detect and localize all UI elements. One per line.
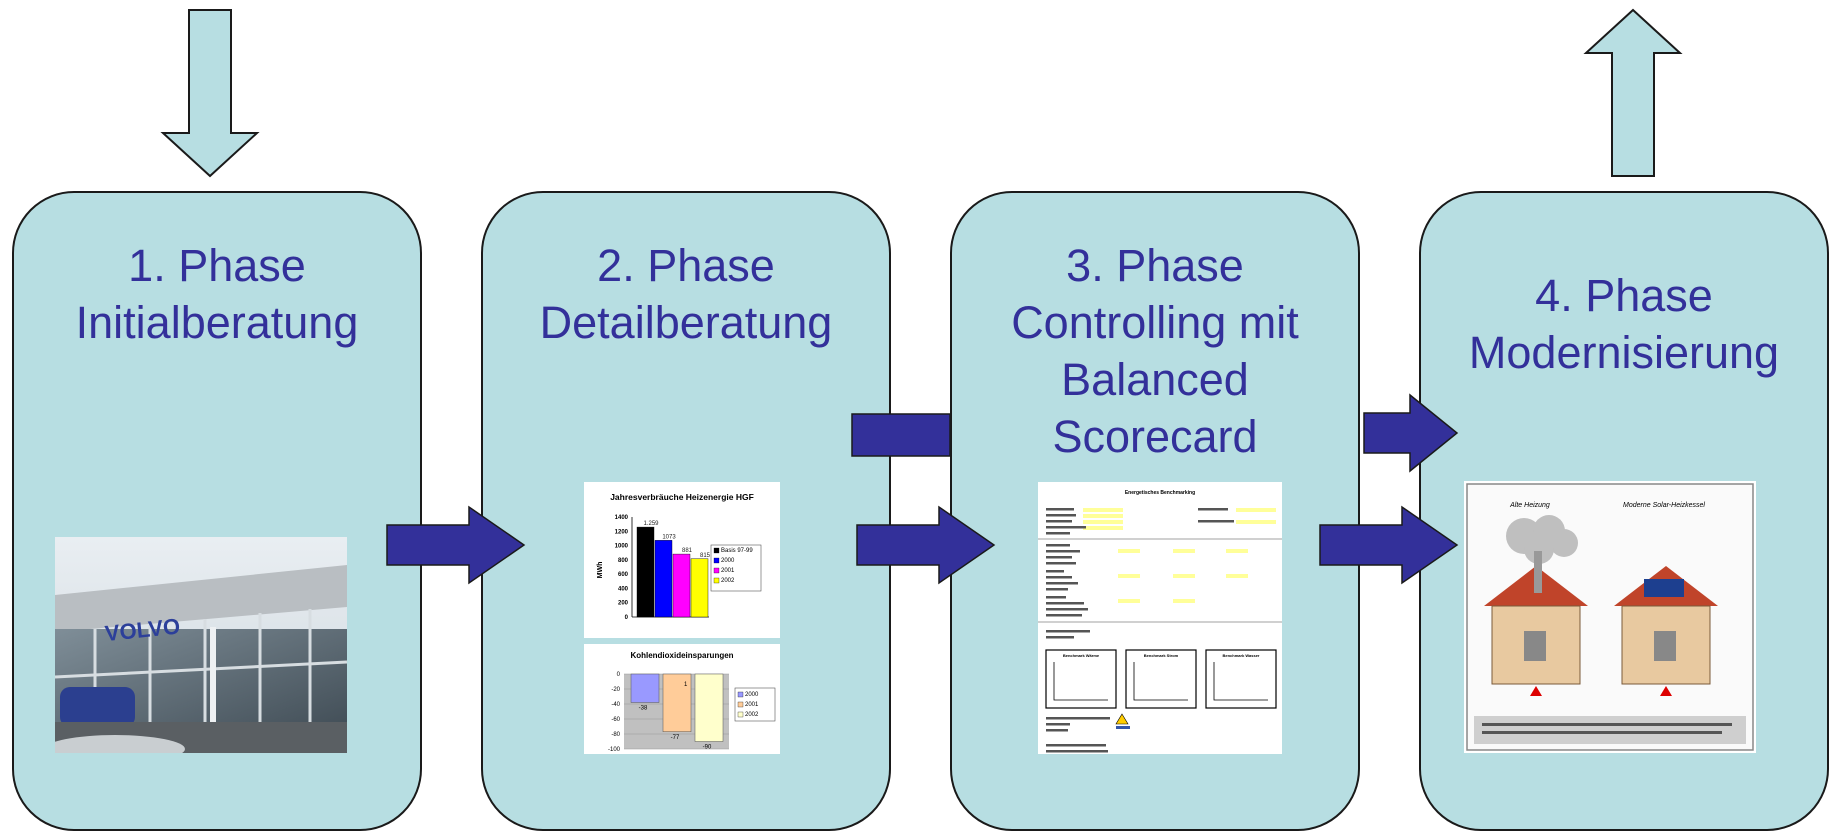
energy-chart-legend-swatch xyxy=(713,577,720,584)
phase-3-title-line-3: Balanced xyxy=(1061,354,1249,405)
scorecard-title: Energetisches Benchmarking xyxy=(1125,490,1195,496)
co2-chart-ytick: -100 xyxy=(608,747,621,753)
energy-chart-bar xyxy=(672,553,691,618)
phase-4-title-line-2: Modernisierung xyxy=(1468,327,1780,378)
co2-chart-title: Kohlendioxideinsparungen xyxy=(630,651,733,660)
co2-chart-bar xyxy=(662,673,692,732)
energy-chart-data-label: 815 xyxy=(700,553,711,559)
benchmark-box-1-title: Benchmark Wärme xyxy=(1063,653,1100,658)
co2-chart-data-label: -77 xyxy=(671,735,680,741)
co2-chart-legend-swatch xyxy=(737,691,744,698)
input-arrow xyxy=(160,9,260,178)
co2-chart-data-label: -90 xyxy=(703,745,712,751)
energy-chart-ytick: 1200 xyxy=(615,529,629,535)
scorecard-text-lines xyxy=(1046,508,1234,753)
phase-2-title-line-2: Detailberatung xyxy=(539,297,833,348)
energy-chart-ytick: 200 xyxy=(618,601,629,607)
co2-chart-legend-swatch xyxy=(737,701,744,708)
co2-chart-ytick: -20 xyxy=(611,687,620,693)
energy-chart-bar xyxy=(636,526,655,618)
co2-chart-legend-label: 2001 xyxy=(745,702,759,708)
dealership-photo: VOLVO xyxy=(55,537,347,753)
energy-chart-ytick: 1400 xyxy=(615,515,629,521)
energy-chart-ytick: 1000 xyxy=(615,544,629,550)
energy-chart-data-label: 1.259 xyxy=(643,521,659,527)
energy-chart-ylabel: MWh xyxy=(597,562,604,579)
solar-heating-title: Moderne Solar-Heizkessel xyxy=(1623,502,1705,509)
old-heating-title: Alte Heizung xyxy=(1509,502,1550,509)
flow-arrow-1-to-2 xyxy=(386,505,526,585)
energy-chart-legend-label: 2000 xyxy=(721,558,735,564)
benchmark-box-2-title: Benchmark Strom xyxy=(1144,653,1179,658)
phase-3-title-line-4: Scorecard xyxy=(1052,411,1258,462)
co2-chart-legend-label: 2000 xyxy=(745,692,759,698)
energy-chart-title: Jahresverbräuche Heizenergie HGF xyxy=(610,492,754,502)
energy-chart-ytick: 0 xyxy=(625,615,629,621)
co2-chart-ytick: -40 xyxy=(611,702,620,708)
energy-chart-legend-label: Basis 97-99 xyxy=(721,548,753,554)
phase-3-title-line-2: Controlling mit xyxy=(1011,297,1299,348)
co2-chart-legend-label: 2002 xyxy=(745,712,759,718)
caption-band xyxy=(1474,716,1746,744)
scorecard-benchmark-boxes xyxy=(1045,649,1277,709)
solar-house xyxy=(1614,566,1718,696)
flow-arrow-2-to-3-upper xyxy=(851,413,951,457)
flow-arrow-3-to-4-lower xyxy=(1319,505,1459,585)
phase-2-title-line-1: 2. Phase xyxy=(597,240,775,291)
energy-chart-bar xyxy=(654,540,673,618)
phase-4-title-line-1: 4. Phase xyxy=(1535,270,1713,321)
flow-arrow-2-to-3-lower xyxy=(856,505,996,585)
co2-chart-ytick: 0 xyxy=(617,672,621,678)
scorecard-sheet: Energetisches Benchmarking Benchmark Wär… xyxy=(1038,482,1282,754)
energy-chart-legend-swatch xyxy=(713,557,720,564)
energy-chart-legend-label: 2002 xyxy=(721,578,735,584)
co2-chart-ytick: -80 xyxy=(611,732,620,738)
energy-chart-legend-swatch xyxy=(713,567,720,574)
co2-chart: Kohlendioxideinsparungen 0 -20 -40 -60 -80 -1… xyxy=(584,644,780,754)
energy-chart-ytick: 800 xyxy=(618,558,629,564)
energy-chart-data-label: 881 xyxy=(682,548,693,554)
energy-chart-legend xyxy=(710,544,762,592)
flow-arrow-3-to-4-upper xyxy=(1363,393,1459,473)
co2-chart-data-label: -38 xyxy=(639,706,648,712)
output-arrow xyxy=(1583,8,1683,177)
phase-4-title: 4. Phase Modernisierung xyxy=(1421,267,1827,381)
co2-chart-bar xyxy=(694,673,724,742)
energy-chart-legend-label: 2001 xyxy=(721,568,735,574)
energy-chart-bar xyxy=(690,558,709,618)
phase-3-title-line-1: 3. Phase xyxy=(1066,240,1244,291)
heating-illustration: Alte Heizung Moderne Solar-Heizkessel xyxy=(1464,481,1756,753)
energy-chart: Jahresverbräuche Heizenergie HGF MWh 140… xyxy=(584,482,780,638)
energy-chart-ytick: 400 xyxy=(618,586,629,592)
phase-2-title: 2. Phase Detailberatung xyxy=(483,237,889,351)
energy-chart-ytick: 600 xyxy=(618,572,629,578)
phase-1-title-line-1: 1. Phase xyxy=(128,240,306,291)
phase-3-title: 3. Phase Controlling mit Balanced Scorec… xyxy=(952,237,1358,465)
benchmark-box-3-title: Benchmark Wasser xyxy=(1223,653,1260,658)
co2-chart-inner-label: 1 xyxy=(684,682,688,688)
co2-chart-ytick: -60 xyxy=(611,717,620,723)
energy-chart-data-label: 1073 xyxy=(662,534,676,540)
phase-1-title-line-2: Initialberatung xyxy=(75,297,359,348)
energy-chart-legend-swatch xyxy=(713,547,720,554)
phase-1-title: 1. Phase Initialberatung xyxy=(14,237,420,351)
old-house xyxy=(1484,551,1588,696)
co2-chart-bar xyxy=(630,673,660,703)
co2-chart-legend-swatch xyxy=(737,711,744,718)
smoke-cloud xyxy=(1506,515,1578,564)
